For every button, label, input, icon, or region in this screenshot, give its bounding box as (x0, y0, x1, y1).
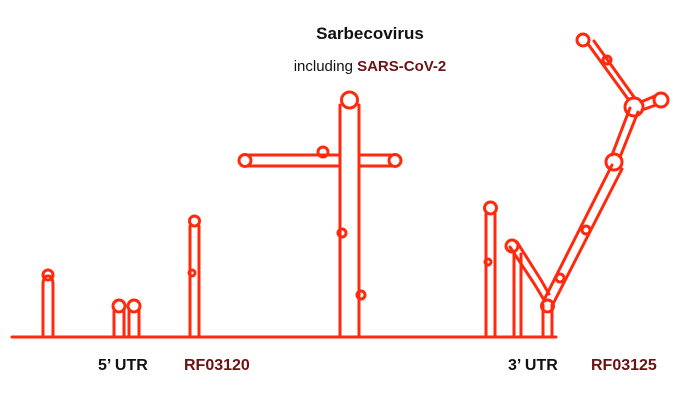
five-prime-hairpin-sl1 (41, 274, 55, 339)
subtitle-virus-name: SARS-CoV-2 (357, 58, 447, 75)
three-prime-branch-top-loop (575, 32, 591, 48)
three-prime-branch-top-arm (586, 39, 636, 101)
five-prime-hairpin-sl4-loop (188, 214, 201, 228)
five-prime-cross-left-loop (237, 153, 253, 168)
subtitle-prefix: including (293, 58, 353, 75)
three-prime-rfam-link[interactable]: RF03125 (591, 357, 657, 374)
three-prime-hairpin-1 (484, 212, 497, 339)
three-prime-hairpin-1-bulge (483, 257, 493, 267)
three-prime-branch-top-bulge (601, 54, 613, 66)
three-prime-hairpin-1-loop (483, 200, 498, 216)
five-prime-cross-stem (338, 103, 361, 339)
three-prime-branch-left-stem (508, 240, 551, 302)
five-prime-cross-bulge-base (355, 289, 367, 301)
three-prime-branch-upper-stem (610, 106, 640, 159)
five-prime-rfam-link[interactable]: RF03120 (184, 357, 250, 374)
five-prime-cross-bulge-lower (336, 227, 348, 239)
three-prime-branch-right-loop (652, 91, 670, 109)
five-prime-cross-right-arm (357, 153, 393, 168)
five-prime-hairpin-sl3 (127, 308, 141, 339)
five-prime-cross-left-arm (247, 153, 342, 168)
five-prime-hairpin-sl1-loop (41, 268, 55, 282)
five-prime-hairpin-sl3-loop (126, 298, 142, 314)
three-prime-hairpin-2 (512, 252, 523, 339)
three-prime-branch-mid-bulge (580, 224, 592, 236)
five-prime-utr-label: 5’ UTR (98, 357, 148, 374)
three-prime-branch-main-stem (542, 163, 624, 308)
five-prime-cross-left-bulge (316, 145, 330, 159)
five-prime-hairpin-sl4 (188, 224, 201, 339)
five-prime-hairpin-sl2-loop (111, 298, 127, 314)
five-prime-hairpin-sl4-bulge (187, 268, 197, 278)
diagram-subtitle: including SARS-CoV-2 (0, 58, 700, 75)
five-prime-cross-top-loop (340, 90, 359, 110)
five-prime-cross-right-loop (387, 153, 403, 168)
three-prime-branch-low-bulge (554, 272, 566, 284)
five-prime-hairpin-sl2 (112, 308, 126, 339)
three-prime-utr-label: 3’ UTR (508, 357, 558, 374)
three-prime-branch-right-arm (639, 94, 658, 112)
three-prime-branch-left-loop (504, 238, 520, 254)
diagram-title: Sarbecovirus (316, 24, 424, 43)
three-prime-branch-upper-node (604, 152, 624, 172)
